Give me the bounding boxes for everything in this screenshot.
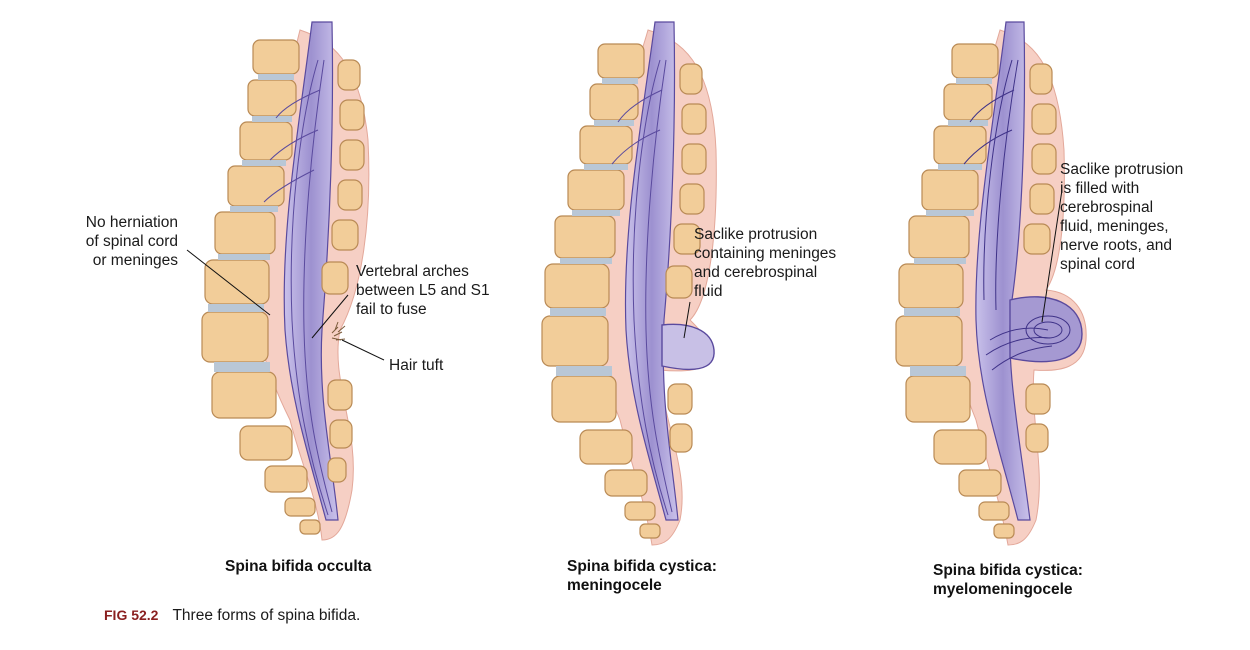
label-meningocele-sac: Saclike protrusion containing meninges a… — [694, 226, 837, 300]
spina-bifida-illustration — [186, 21, 1087, 546]
figure-caption-text: Three forms of spina bifida. — [172, 607, 361, 624]
label-vertebral-arches: Vertebral arches between L5 and S1 fail … — [356, 263, 490, 318]
caption-meningocele: Spina bifida cystica: meningocele — [567, 558, 717, 594]
panel-meningocele-drawing — [541, 21, 717, 546]
panel-myelomeningocele-drawing — [895, 21, 1087, 546]
figure-caption: FIG 52.2 Three forms of spina bifida. — [104, 607, 360, 625]
caption-occulta: Spina bifida occulta — [225, 558, 372, 575]
panel-occulta-drawing — [186, 21, 385, 541]
figure-number: FIG 52.2 — [104, 607, 159, 623]
label-no-herniation: No herniation of spinal cord or meninges — [85, 214, 178, 269]
caption-myelomeningocele: Spina bifida cystica: myelomeningocele — [933, 562, 1083, 598]
label-myelomeningocele-sac: Saclike protrusion is filled with cerebr… — [1060, 161, 1184, 273]
label-hair-tuft: Hair tuft — [389, 357, 444, 374]
